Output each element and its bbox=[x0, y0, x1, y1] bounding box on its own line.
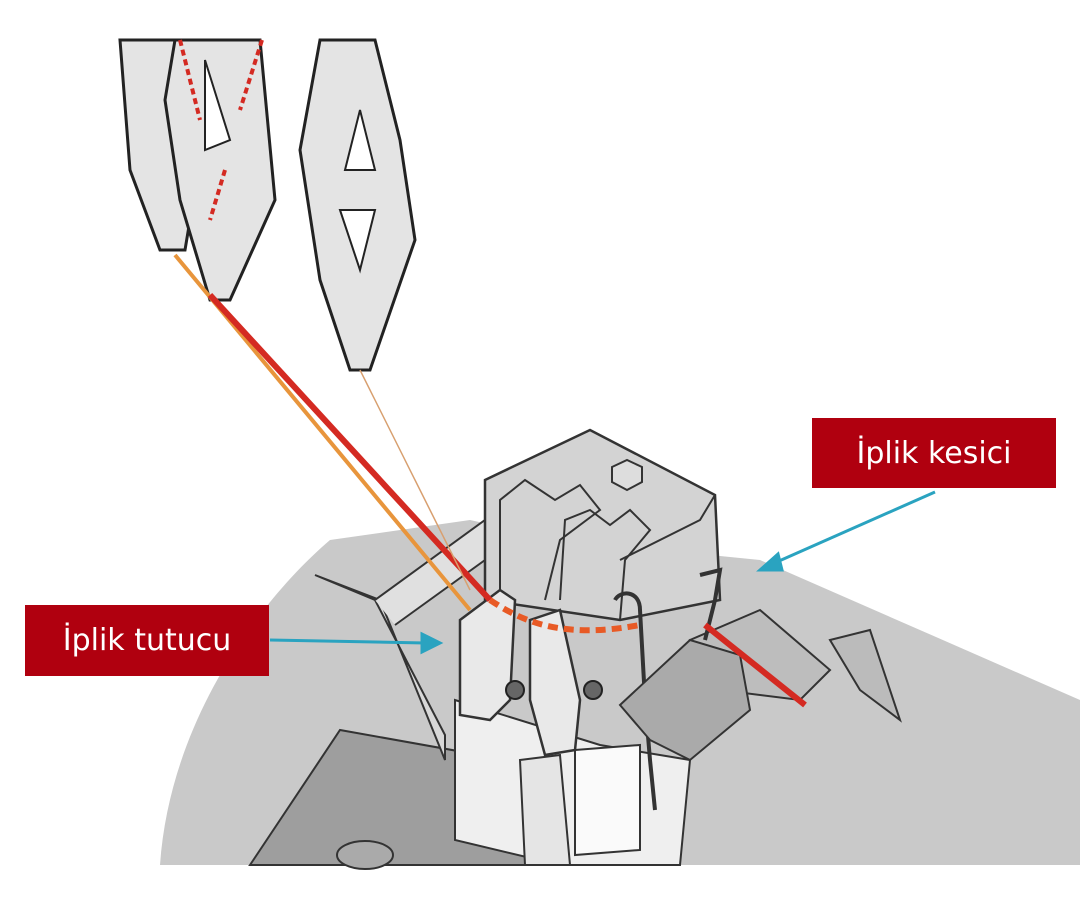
arrow-holder bbox=[269, 631, 444, 655]
thread-cut bbox=[703, 622, 807, 708]
thread-cutter-label: İplik kesici bbox=[812, 418, 1056, 488]
main-block bbox=[483, 428, 722, 622]
base-screw bbox=[336, 840, 394, 870]
thread-holder-label: İplik tutucu bbox=[25, 605, 269, 676]
hex-screw bbox=[611, 458, 643, 492]
arrow-cutter bbox=[756, 490, 936, 572]
holder-hook-2 bbox=[528, 608, 582, 757]
holder-hook-1 bbox=[458, 588, 517, 722]
thread-thin bbox=[359, 369, 471, 591]
looper-right bbox=[298, 38, 417, 372]
thread-red bbox=[207, 292, 493, 603]
side-plate bbox=[314, 574, 446, 761]
looper-left bbox=[118, 38, 277, 302]
thread-held bbox=[488, 597, 641, 634]
